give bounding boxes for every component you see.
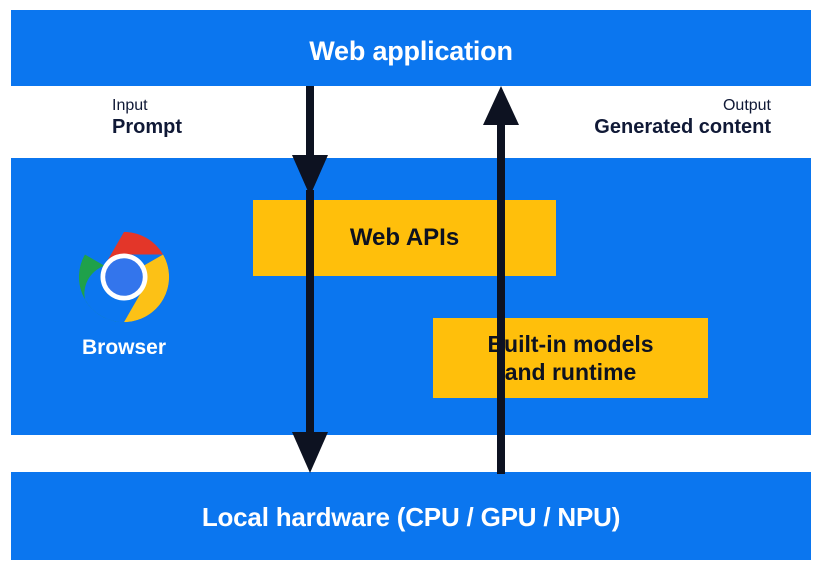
box-builtin-models: Built-in models and runtime [433,318,708,398]
box-builtin-models-text: Built-in models and runtime [487,330,653,386]
band-web-application: Web application [11,10,811,86]
band-local-hardware-label: Local hardware (CPU / GPU / NPU) [201,502,621,532]
output-edge-label: Output Generated content [594,97,771,139]
box-builtin-models-line1: Built-in models [487,330,654,357]
input-caption: Input [112,97,148,114]
browser-badge: Browser [60,230,188,360]
box-builtin-models-line2: and runtime [504,359,637,385]
browser-label: Browser [81,336,167,359]
input-value: Prompt [112,115,182,138]
band-local-hardware: Local hardware (CPU / GPU / NPU) [11,472,811,560]
band-web-application-label: Web application [309,36,513,66]
box-web-apis-label: Web APIs [349,224,460,252]
output-caption: Output [722,97,771,114]
input-edge-label: Input Prompt [112,97,182,139]
output-value: Generated content [594,115,771,138]
box-web-apis: Web APIs [253,200,556,276]
chrome-logo-icon [78,231,170,323]
